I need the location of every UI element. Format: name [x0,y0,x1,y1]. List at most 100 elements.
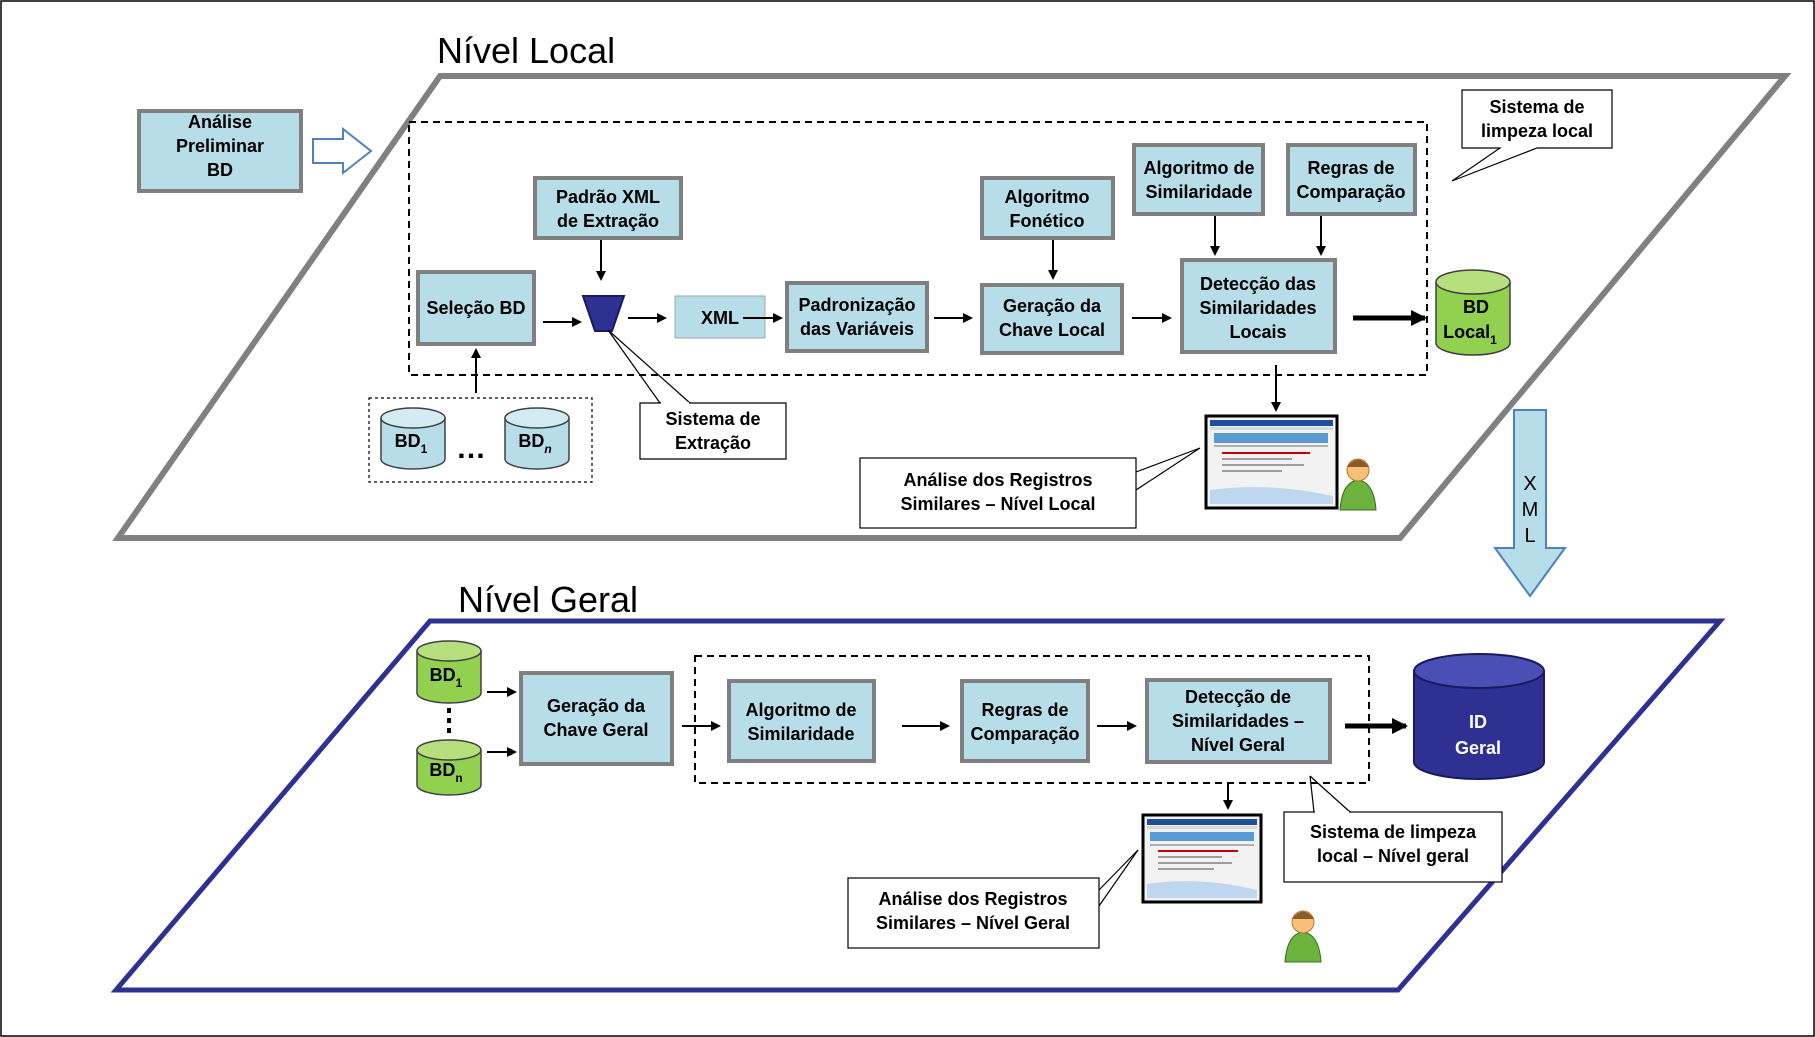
text-line: Algoritmo de [746,700,857,720]
source-databases-group [368,397,593,483]
text-line: Similares – Nível Local [900,494,1095,514]
xml-extraction-pattern-box: Padrão XML de Extração [533,176,683,240]
text-line: Similaridade [1145,182,1252,202]
analyst-person-icon [1339,458,1377,511]
local-db-sublabel: Local1 [1443,322,1497,347]
xml-letter-x: X [1523,473,1536,495]
text-line: Geração da [547,696,646,716]
local-database-cylinder: BD Local1 [1435,269,1511,356]
text-line: Análise dos Registros [878,889,1067,909]
local-db-label: BD [1463,297,1489,317]
text-line: Detecção das [1200,274,1316,294]
xml-letter-l: L [1524,525,1535,547]
xml-transfer-arrow: X M L [1493,409,1567,598]
text-line: local – Nível geral [1317,846,1469,866]
text-line: Regras de [981,700,1068,720]
local-level-title: Nível Local [437,30,615,71]
text-line: BD [207,160,233,180]
text-line: Sistema de [1489,97,1584,117]
local-similarity-algorithm-box: Algoritmo de Similaridade [1132,143,1265,216]
text-line: Locais [1229,322,1286,342]
geral-cleaning-system-boundary [694,655,1370,784]
box-label: Regras de Comparação [1296,158,1405,202]
local-review-screen-thumbnail [1204,414,1339,510]
text-line: Extração [675,433,751,453]
text-line: Chave Local [999,320,1105,340]
geral-level-frame [110,618,1726,993]
variable-standardization-box: Padronização das Variáveis [785,281,929,353]
source-db-1-label: BD1 [395,431,428,456]
text-line: Algoritmo de [1144,158,1255,178]
text-line: Nível Geral [1191,735,1285,755]
geral-analyst-person-icon [1284,910,1322,963]
source-db-n-label: BDn [518,431,551,456]
text-line: Análise dos Registros [903,470,1092,490]
box-label: Algoritmo de Similaridade [746,700,857,744]
geral-comparison-rules-box: Regras de Comparação [960,679,1090,763]
box-label: Sistema de limpeza local [1481,97,1593,141]
text-line: Geração da [1003,296,1102,316]
text-line: ID [1469,712,1487,732]
geral-level-title: Nível Geral [458,579,638,620]
geral-db-1-label: BD1 [430,665,463,690]
text-line: Algoritmo [1005,187,1090,207]
text-line: Padronização [798,295,915,315]
text-line: Comparação [1296,182,1405,202]
text-line: Similaridades [1199,298,1316,318]
text-line: limpeza local [1481,121,1593,141]
text-line: Comparação [970,724,1079,744]
source-db-n-cylinder: BDn [504,407,570,470]
source-db-1-cylinder: BD1 [380,407,446,470]
text-line: Geral [1455,738,1501,758]
geral-review-screen-thumbnail [1141,813,1263,904]
text-line: Similaridade [747,724,854,744]
text-line: Padrão XML [556,187,660,207]
geral-similarity-algorithm-box: Algoritmo de Similaridade [727,679,876,763]
source-db-ellipsis: … [456,432,486,465]
text-line: Similaridades – [1172,711,1304,731]
local-cleaning-system-callout: Sistema de limpeza local [1451,89,1613,182]
extraction-funnel-icon [581,295,626,332]
id-geral-database-cylinder: ID Geral [1413,653,1545,780]
db-selection-box: Seleção BD [416,270,536,346]
text-line: XML [701,308,739,328]
local-cleaning-system-boundary [408,121,1428,376]
text-line: Análise [188,112,252,132]
box-label: XML [701,308,739,328]
xml-letter-m: M [1522,499,1539,521]
text-line: das Variáveis [800,319,914,339]
geral-db-n-label: BDn [429,760,462,785]
box-label: Padronização das Variáveis [798,295,915,339]
text-line: Fonético [1010,211,1085,231]
box-label: ID Geral [1455,712,1501,758]
local-key-generation-box: Geração da Chave Local [980,283,1124,355]
geral-db-1-cylinder: BD1 [416,640,482,704]
text-line: de Extração [557,211,659,231]
geral-key-generation-box: Geração da Chave Geral [519,671,674,766]
box-label: Geração da Chave Local [999,296,1105,340]
geral-db-n-cylinder: BDn [416,739,482,796]
block-arrow-right [312,126,373,176]
text-line: Chave Geral [543,720,648,740]
box-label: Padrão XML de Extração [556,187,660,231]
box-label: Geração da Chave Geral [543,696,648,740]
text-line: Regras de [1307,158,1394,178]
